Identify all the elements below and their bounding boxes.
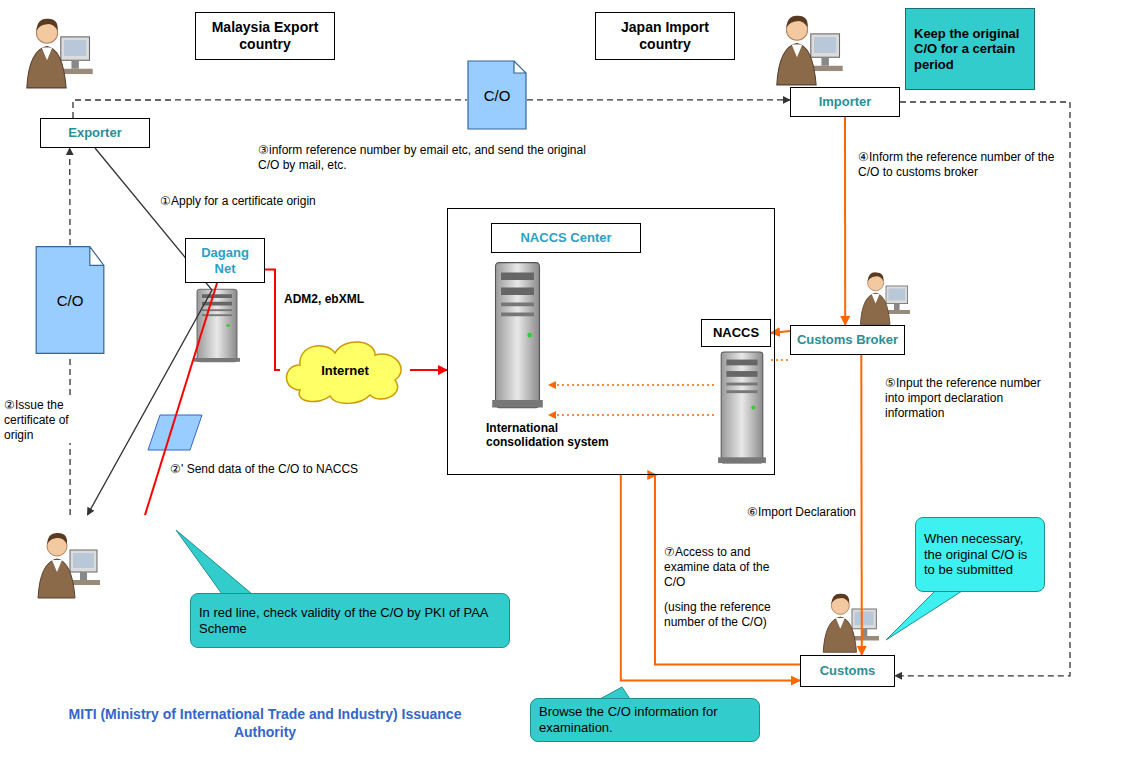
note-box: Keep the original C/O for a certain peri…	[905, 8, 1035, 90]
node-text: Malaysia Export country	[200, 19, 330, 53]
callout-tail	[886, 591, 962, 640]
step-label: ②Issue the certificate of origin	[4, 398, 84, 443]
dotted-flow	[552, 360, 788, 415]
node-text: When necessary, the original C/O is to b…	[924, 531, 1036, 578]
role-box: Importer	[790, 87, 900, 117]
callout-tail	[176, 530, 252, 594]
region-box: Japan Import country	[595, 12, 735, 60]
server-icon	[492, 263, 543, 408]
node-text: International consolidation system	[486, 421, 636, 450]
flow-connector	[410, 369, 447, 371]
system-box: NACCS	[701, 319, 771, 347]
role-box: Exporter	[40, 118, 150, 148]
node-text: Exporter	[68, 125, 121, 141]
step-label: ①Apply for a certificate origin	[160, 194, 390, 209]
node-text: NACCS Center	[520, 230, 611, 246]
document-icon: C/O	[467, 60, 527, 130]
node-text: In red line, check validity of the C/O b…	[199, 605, 501, 636]
center-box: International consolidation system NACCS …	[447, 208, 775, 475]
flow-connector	[73, 100, 467, 118]
step-label: ③inform reference number by email etc, a…	[258, 143, 588, 173]
system-box: NACCS Center	[491, 223, 641, 253]
node-text: Keep the original C/O for a certain peri…	[914, 26, 1026, 73]
step-label: (using the reference number of the C/O)	[664, 600, 794, 630]
flow-connector	[655, 475, 800, 665]
outline-path	[468, 61, 526, 129]
person-icon	[777, 16, 843, 85]
outline-path	[287, 342, 402, 403]
node-text: Japan Import country	[600, 19, 730, 53]
callout-box: Browse the C/O information for examinati…	[530, 698, 760, 742]
flow-connector	[527, 99, 790, 100]
document-icon: C/O	[35, 245, 105, 355]
flow-connector	[771, 331, 790, 333]
network-cloud: Internet	[280, 335, 410, 405]
step-label: ADM2, ebXML	[284, 292, 384, 307]
callout-box: When necessary, the original C/O is to b…	[915, 517, 1045, 592]
person-icon	[27, 19, 93, 88]
node-text: Browse the C/O information for examinati…	[539, 704, 751, 735]
flow-connector	[844, 117, 846, 325]
step-label: ⑦Access to and examine data of the C/O	[664, 545, 794, 590]
node-text: MITI (Ministry of International Trade an…	[55, 705, 475, 741]
flow-connector	[860, 355, 863, 655]
person-icon	[823, 594, 879, 653]
node-text: C/O	[57, 292, 84, 309]
node-text: NACCS	[713, 325, 759, 341]
step-label: ⑥Import Declaration	[728, 505, 856, 520]
person-icon	[38, 533, 100, 598]
flow-connector	[145, 283, 217, 515]
node-text: Customs	[820, 663, 876, 679]
node-text: Internet	[321, 363, 369, 378]
server-icon	[194, 289, 240, 362]
role-box: Customs Broker	[790, 325, 905, 355]
step-label: ⑤Input the reference number into import …	[885, 376, 1055, 421]
role-box: Customs	[800, 655, 895, 687]
region-box: Malaysia Export country	[195, 12, 335, 60]
node-text: Dagang Net	[190, 245, 260, 276]
step-label: ②' Send data of the C/O to NACCS	[170, 462, 400, 477]
node-text: Importer	[819, 94, 872, 110]
outline-path	[36, 247, 104, 354]
node-text: C/O	[484, 87, 511, 104]
dotted-arrowheads	[548, 381, 556, 419]
person-icon	[860, 272, 910, 324]
node-text: Customs Broker	[797, 332, 898, 348]
server-icon	[718, 352, 766, 463]
callout-box: In red line, check validity of the C/O b…	[190, 593, 510, 648]
system-box: Dagang Net	[185, 238, 265, 283]
flow-connector	[265, 270, 280, 371]
flow-connector	[69, 148, 71, 245]
step-label: ④Inform the reference number of the C/O …	[858, 150, 1058, 180]
